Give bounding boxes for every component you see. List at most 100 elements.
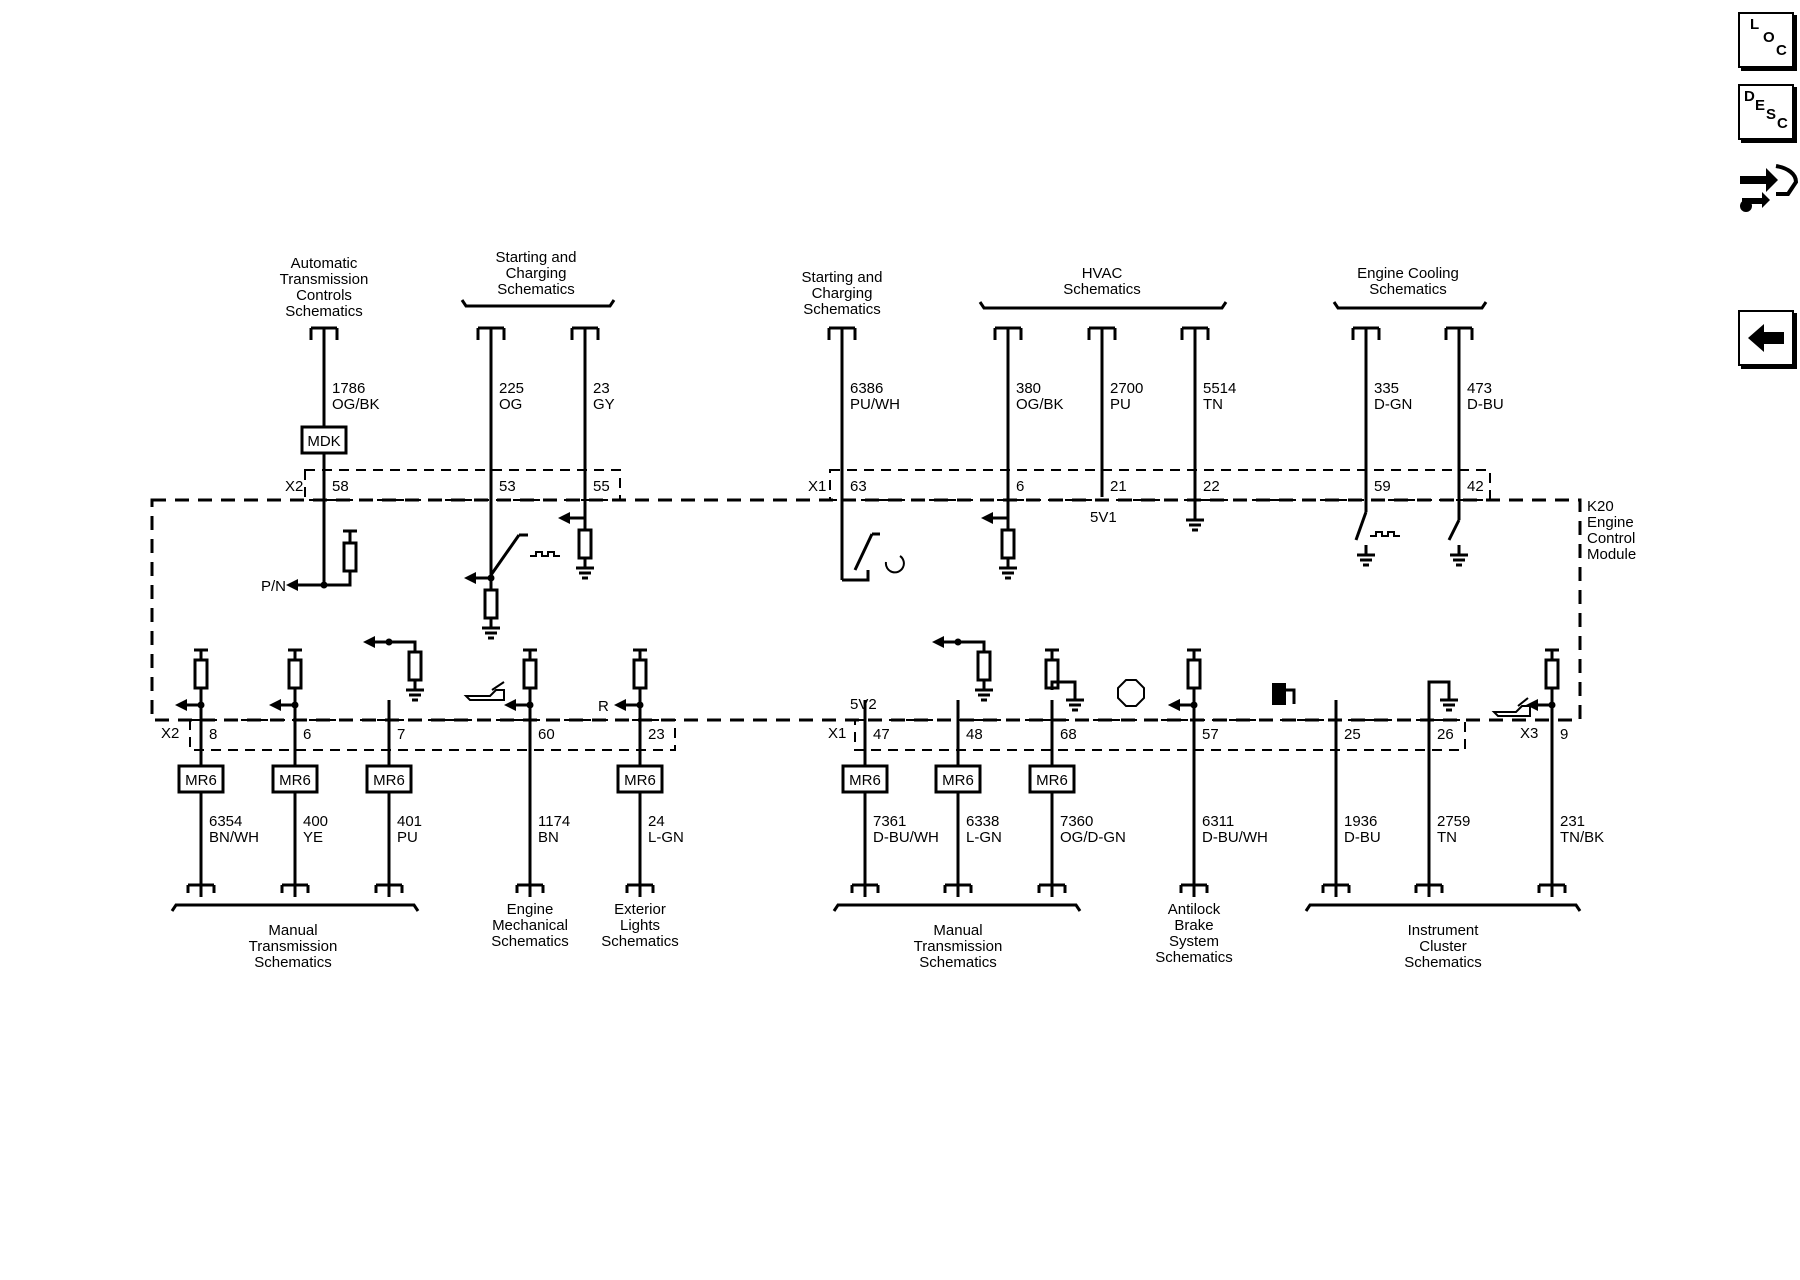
splice-dot (385, 638, 393, 646)
option-box (616, 764, 664, 794)
reference-label: Schematics (1369, 281, 1447, 298)
circuit-number: 6338 (966, 813, 999, 830)
reference-label: Mechanical (492, 917, 568, 934)
reference-label: Charging (506, 265, 567, 282)
connector-end-view-icon[interactable] (1736, 154, 1800, 218)
description-button[interactable]: D E S C (1738, 84, 1794, 140)
pin-number: 9 (1560, 726, 1568, 743)
option-box (1028, 764, 1076, 794)
fuel-pump-icon (1286, 688, 1296, 704)
circuit-number: 6386 (850, 380, 883, 397)
internal-signal-label: 5V2 (850, 696, 877, 713)
switch (853, 533, 874, 571)
connector-label: X2 (161, 725, 179, 742)
splice-dot (526, 701, 534, 709)
splice-dot (954, 638, 962, 646)
circuit-number: 380 (1016, 380, 1041, 397)
connector-x1-top (829, 469, 1491, 501)
wire (842, 570, 870, 582)
switch (1447, 519, 1461, 541)
option-box (841, 764, 889, 794)
arrow-head (269, 699, 281, 711)
resistor (1000, 528, 1016, 560)
splice-dot (197, 701, 205, 709)
internal-signal-label: P/N (261, 578, 286, 595)
option-label: MR6 (279, 772, 311, 789)
reference-label: HVAC (1082, 265, 1123, 282)
pin-number: 8 (209, 726, 217, 743)
rotation-symbol (884, 555, 905, 574)
reference-label: Starting and (802, 269, 883, 286)
arrow-head (175, 699, 187, 711)
option-label: MR6 (942, 772, 974, 789)
wire-color: PU/WH (850, 396, 900, 413)
location-icon-letter: L (1750, 16, 1760, 33)
reference-label: Transmission (280, 271, 369, 288)
wire-color: D-BU (1344, 829, 1381, 846)
brake-hand-icon (1117, 679, 1145, 707)
connector-x2-top (304, 469, 621, 501)
pin-number: 23 (648, 726, 665, 743)
location-icon-letter: C (1776, 42, 1787, 59)
pin-number: 22 (1203, 478, 1220, 495)
reference-bracket (1304, 903, 1582, 912)
pin-number: 21 (1110, 478, 1127, 495)
circuit-number: 335 (1374, 380, 1399, 397)
wire (1427, 680, 1451, 710)
circuit-number: 7360 (1060, 813, 1093, 830)
circuit-number: 2700 (1110, 380, 1143, 397)
pin-number: 47 (873, 726, 890, 743)
circuit-number: 1786 (332, 380, 365, 397)
circuit-number: 24 (648, 813, 665, 830)
resistor (1544, 658, 1560, 690)
wire-color: OG/BK (332, 396, 380, 413)
circuit-number: 6354 (209, 813, 242, 830)
wire-color: L-GN (966, 829, 1002, 846)
reference-label: Instrument (1408, 922, 1480, 939)
module-name: Module (1587, 546, 1636, 563)
wire-color: TN (1203, 396, 1223, 413)
splice-dot (636, 701, 644, 709)
circuit-number: 225 (499, 380, 524, 397)
module-name: Engine (1587, 514, 1634, 531)
resistor (193, 658, 209, 690)
module-name: Control (1587, 530, 1635, 547)
description-icon-letter: S (1766, 106, 1777, 123)
reference-label: Lights (620, 917, 660, 934)
splice-dot (291, 701, 299, 709)
reference-label: Schematics (497, 281, 575, 298)
wire-color: GY (593, 396, 615, 413)
reference-label: Schematics (285, 303, 363, 320)
reference-label: Controls (296, 287, 352, 304)
pin-number: 53 (499, 478, 516, 495)
back-button[interactable] (1738, 310, 1794, 366)
resistor (577, 528, 593, 560)
connector-x1-bottom (854, 719, 1466, 751)
pulse-symbol (530, 551, 560, 557)
reference-label: Schematics (254, 954, 332, 971)
connector-label: X2 (285, 478, 303, 495)
wire-color: BN (538, 829, 559, 846)
wire-color: BN/WH (209, 829, 259, 846)
description-icon-letter: D (1744, 88, 1755, 105)
arrow-head (1168, 699, 1180, 711)
reference-label: Schematics (1404, 954, 1482, 971)
location-button[interactable]: L O C (1738, 12, 1794, 68)
circuit-number: 400 (303, 813, 328, 830)
circuit-number: 1174 (538, 813, 570, 830)
option-label: MR6 (849, 772, 881, 789)
arrow-head (286, 579, 298, 591)
connector-label: X1 (828, 725, 846, 742)
reference-label: Manual (268, 922, 317, 939)
wire-color: D-BU/WH (873, 829, 939, 846)
circuit-number: 5514 (1203, 380, 1236, 397)
wire-color: OG/BK (1016, 396, 1064, 413)
oil-pressure-icon (463, 681, 505, 701)
internal-signal-label: 5V1 (1090, 509, 1117, 526)
circuit-number: 1936 (1344, 813, 1377, 830)
reference-label: Antilock (1168, 901, 1221, 918)
wire-color: D-GN (1374, 396, 1412, 413)
oil-level-icon (1491, 697, 1531, 717)
circuit-number: 7361 (873, 813, 906, 830)
arrow-head (614, 699, 626, 711)
